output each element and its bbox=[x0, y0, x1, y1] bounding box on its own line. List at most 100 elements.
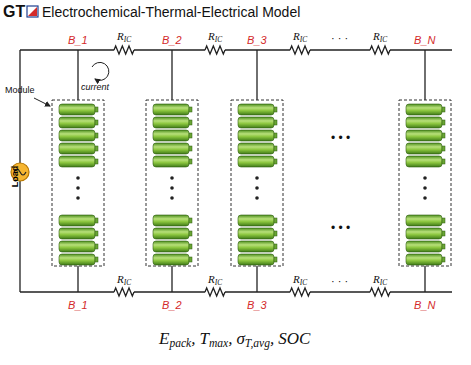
ellipsis-text: • • • bbox=[331, 221, 350, 235]
bus-label-text: B_1 bbox=[68, 34, 88, 46]
bus-label-text: B_1 bbox=[68, 299, 88, 311]
module-wire bbox=[256, 50, 257, 100]
cell-terminal bbox=[95, 120, 98, 125]
cell-terminal bbox=[442, 244, 445, 249]
output-formula: Epack,Tmax,σT,avg,SOC bbox=[159, 330, 310, 350]
cell-terminal bbox=[95, 257, 98, 262]
rail-wire bbox=[20, 46, 452, 54]
current-arrow bbox=[92, 62, 109, 80]
logo bbox=[27, 6, 38, 17]
ellipsis: • • • bbox=[331, 132, 350, 144]
battery-cell bbox=[238, 241, 274, 252]
cell-terminal bbox=[442, 218, 445, 223]
module-wire bbox=[424, 50, 425, 100]
battery-cell bbox=[59, 241, 95, 252]
cell-terminal bbox=[95, 218, 98, 223]
module-box bbox=[52, 100, 104, 266]
cell-terminal bbox=[189, 244, 192, 249]
resistor-label-text: IC bbox=[124, 35, 131, 44]
battery-cell bbox=[238, 143, 274, 154]
ellipsis-dot bbox=[255, 176, 259, 180]
battery-cell bbox=[238, 104, 274, 115]
resistor-label-text: IC bbox=[380, 35, 387, 44]
resistor-label-text: R bbox=[293, 273, 300, 285]
cell-terminal bbox=[95, 146, 98, 151]
ellipsis: • • • bbox=[331, 222, 350, 234]
battery-cell bbox=[59, 254, 95, 265]
resistor-label: RIC bbox=[293, 31, 307, 44]
cell-terminal bbox=[95, 107, 98, 112]
battery-cell bbox=[406, 117, 442, 128]
cell-terminal bbox=[274, 133, 277, 138]
cell-terminal bbox=[189, 146, 192, 151]
battery-cell bbox=[238, 156, 274, 167]
ellipsis-dot bbox=[170, 186, 174, 190]
ellipsis-dot bbox=[255, 196, 259, 200]
ellipsis: · · · bbox=[331, 276, 348, 287]
resistor-label: RIC bbox=[208, 31, 222, 44]
resistor-label: RIC bbox=[293, 274, 307, 287]
bus-label: B_3 bbox=[247, 300, 267, 311]
modules bbox=[52, 50, 451, 292]
battery-cell bbox=[153, 130, 189, 141]
battery-cell bbox=[406, 130, 442, 141]
battery-cell bbox=[153, 228, 189, 239]
battery-cell bbox=[153, 104, 189, 115]
load-source: Load bbox=[0, 150, 32, 194]
module-wire bbox=[77, 50, 78, 100]
module-label: Module bbox=[5, 86, 35, 95]
ellipsis-dot bbox=[423, 196, 427, 200]
battery-cell bbox=[59, 228, 95, 239]
cell-terminal bbox=[442, 107, 445, 112]
rail-wire bbox=[20, 288, 452, 296]
battery-cell bbox=[406, 254, 442, 265]
cell-terminal bbox=[274, 244, 277, 249]
battery-cell bbox=[238, 130, 274, 141]
cell-terminal bbox=[442, 133, 445, 138]
bus-label: B_2 bbox=[162, 35, 182, 46]
bus-label: B_1 bbox=[68, 35, 88, 46]
battery-cell bbox=[59, 215, 95, 226]
ellipsis-dot bbox=[170, 176, 174, 180]
ellipsis-dot bbox=[423, 176, 427, 180]
bus-label: B_3 bbox=[247, 35, 267, 46]
bus-label-text: B_2 bbox=[162, 299, 182, 311]
leader-arrow bbox=[34, 98, 50, 106]
logo-text: GT bbox=[3, 4, 25, 20]
cell-terminal bbox=[274, 159, 277, 164]
resistor-label-text: IC bbox=[300, 35, 307, 44]
battery-cell bbox=[153, 156, 189, 167]
current-label: current bbox=[81, 83, 109, 92]
cell-terminal bbox=[189, 120, 192, 125]
battery-cell bbox=[406, 241, 442, 252]
resistor-label: RIC bbox=[373, 274, 387, 287]
battery-cell bbox=[238, 254, 274, 265]
cell-terminal bbox=[274, 146, 277, 151]
output-formula-text: pack bbox=[169, 337, 191, 350]
ellipsis: · · · bbox=[331, 33, 348, 44]
resistor-label-text: IC bbox=[215, 278, 222, 287]
resistor-label-text: R bbox=[373, 273, 380, 285]
module-wire bbox=[77, 266, 78, 292]
battery-cell bbox=[59, 130, 95, 141]
resistor-label: RIC bbox=[117, 274, 131, 287]
output-formula-text: SOC bbox=[278, 329, 310, 348]
bus-label-text: B_N bbox=[414, 299, 435, 311]
ellipsis-dot bbox=[76, 176, 80, 180]
battery-cell bbox=[238, 228, 274, 239]
resistor-label: RIC bbox=[373, 31, 387, 44]
title-text: Electrochemical-Thermal-Electrical Model bbox=[42, 4, 300, 20]
cell-terminal bbox=[274, 218, 277, 223]
cell-terminal bbox=[189, 107, 192, 112]
cell-terminal bbox=[274, 257, 277, 262]
cell-terminal bbox=[274, 231, 277, 236]
resistor-label-text: R bbox=[117, 273, 124, 285]
battery-cell bbox=[59, 104, 95, 115]
cell-terminal bbox=[95, 244, 98, 249]
output-formula-text: , bbox=[270, 329, 274, 348]
bus-label-text: B_2 bbox=[162, 34, 182, 46]
cell-terminal bbox=[189, 218, 192, 223]
cell-terminal bbox=[189, 257, 192, 262]
ellipsis-dot bbox=[423, 186, 427, 190]
module-wire bbox=[171, 266, 172, 292]
